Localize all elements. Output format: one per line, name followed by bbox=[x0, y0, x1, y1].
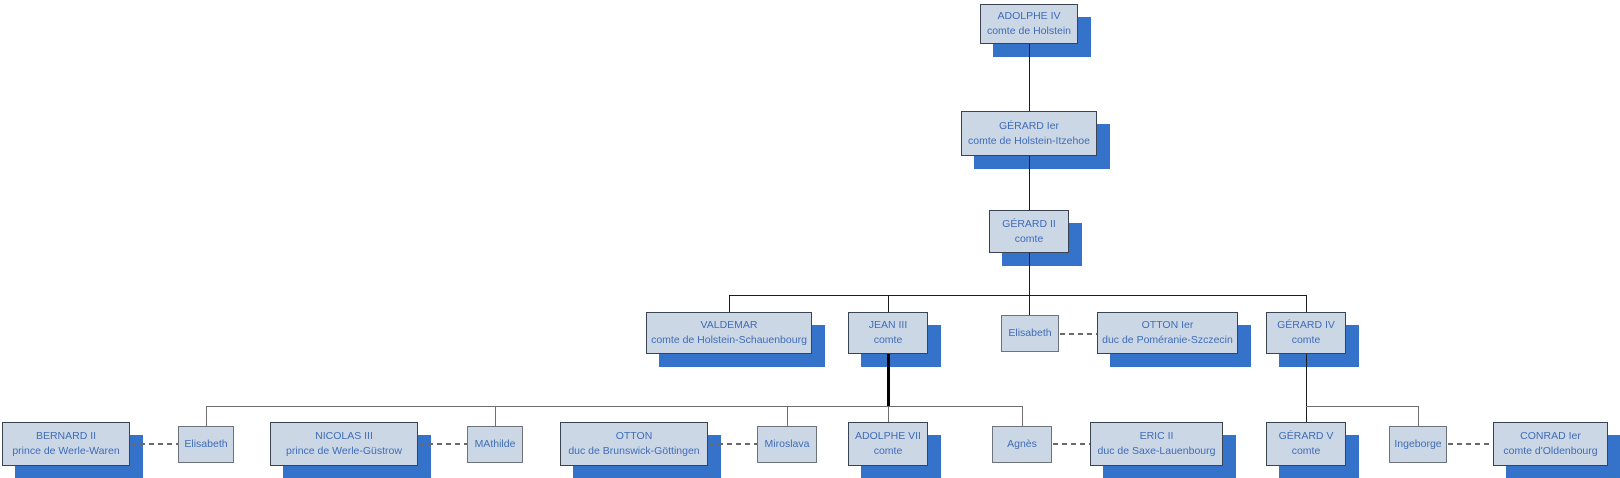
person-name: Ingeborge bbox=[1394, 438, 1442, 451]
person-name: JEAN III bbox=[868, 319, 908, 332]
person-title: comte bbox=[1291, 445, 1321, 457]
connector-gerard2-bus bbox=[1029, 253, 1030, 315]
person-name: OTTON bbox=[615, 430, 653, 443]
connector-drop-valdemar bbox=[729, 295, 730, 312]
connector-bus-generation5 bbox=[206, 406, 1023, 407]
person-name: Agnès bbox=[1007, 438, 1037, 451]
node-adolphe-vii: ADOLPHE VII comte bbox=[848, 422, 928, 466]
connector-gerard4-gerard5 bbox=[1306, 354, 1307, 422]
marriage-elisabeth-otton1 bbox=[1060, 333, 1097, 335]
node-gerard-iv: GÉRARD IV comte bbox=[1266, 312, 1346, 354]
connector-bus-generation4 bbox=[729, 295, 1307, 296]
connector-gerard1-gerard2 bbox=[1029, 156, 1030, 210]
node-nicolas-iii: NICOLAS III prince de Werle-Güstrow bbox=[270, 422, 418, 466]
person-title: comte de Holstein bbox=[986, 25, 1072, 37]
person-title: prince de Werle-Güstrow bbox=[286, 445, 402, 457]
connector-drop-adolphe7 bbox=[888, 406, 889, 422]
person-title: comte bbox=[873, 334, 903, 346]
person-name: ERIC II bbox=[1139, 430, 1174, 443]
person-name: BERNARD II bbox=[35, 430, 97, 443]
person-name: GÉRARD IV bbox=[1277, 319, 1335, 332]
node-gerard-ier: GÉRARD Ier comte de Holstein-Itzehoe bbox=[961, 111, 1097, 156]
marriage-otton-miroslava bbox=[709, 443, 757, 445]
node-gerard-v: GÉRARD V comte bbox=[1266, 422, 1346, 466]
node-otton-brunswick: OTTON duc de Brunswick-Göttingen bbox=[560, 422, 708, 466]
person-name: GÉRARD Ier bbox=[998, 119, 1060, 132]
person-name: ADOLPHE IV bbox=[997, 10, 1061, 23]
node-conrad-ier: CONRAD Ier comte d'Oldenbourg bbox=[1493, 422, 1608, 466]
connector-adolphe4-gerard1 bbox=[1029, 44, 1030, 111]
connector-jean3-bus bbox=[887, 354, 890, 406]
person-name: OTTON Ier bbox=[1141, 319, 1194, 332]
person-name: Elisabeth bbox=[1008, 327, 1052, 340]
person-title: comte d'Oldenbourg bbox=[1503, 445, 1598, 457]
person-name: Miroslava bbox=[764, 438, 810, 451]
person-name: NICOLAS III bbox=[315, 430, 373, 443]
person-title: comte bbox=[873, 445, 903, 457]
marriage-bernard2-elisabeth bbox=[131, 443, 178, 445]
person-name: GÉRARD II bbox=[1002, 217, 1056, 230]
node-elisabeth: Elisabeth bbox=[178, 426, 234, 463]
connector-drop-jean3 bbox=[888, 295, 889, 312]
node-elisabeth-de-holstein: Elisabeth bbox=[1001, 315, 1059, 352]
node-ingeborge: Ingeborge bbox=[1389, 426, 1447, 463]
person-title: duc de Poméranie-Szczecin bbox=[1102, 334, 1233, 346]
person-name: CONRAD Ier bbox=[1520, 430, 1581, 443]
person-name: ADOLPHE VII bbox=[855, 430, 921, 443]
person-title: comte de Holstein-Schauenbourg bbox=[651, 334, 807, 346]
person-title: comte de Holstein-Itzehoe bbox=[968, 134, 1090, 147]
node-eric-ii: ERIC II duc de Saxe-Lauenbourg bbox=[1090, 422, 1223, 466]
node-miroslava: Miroslava bbox=[757, 426, 817, 463]
connector-bus-gerard4-children bbox=[1306, 406, 1418, 407]
person-name: GÉRARD V bbox=[1278, 430, 1334, 443]
node-gerard-ii: GÉRARD II comte bbox=[989, 210, 1069, 253]
connector-drop-miroslava bbox=[787, 406, 788, 426]
connector-drop-gerard4 bbox=[1306, 295, 1307, 312]
connector-drop-elisabeth bbox=[206, 406, 207, 426]
connector-drop-mathilde bbox=[495, 406, 496, 426]
connector-drop-agnes bbox=[1022, 406, 1023, 426]
person-name: MAthilde bbox=[474, 438, 516, 451]
marriage-nicolas3-mathilde bbox=[419, 443, 467, 445]
marriage-ingeborge-conrad1 bbox=[1448, 443, 1493, 445]
node-agnes: Agnès bbox=[992, 426, 1052, 463]
node-adolphe-iv: ADOLPHE IV comte de Holstein bbox=[980, 4, 1078, 44]
person-name: Elisabeth bbox=[184, 438, 228, 451]
node-otton-ier: OTTON Ier duc de Poméranie-Szczecin bbox=[1097, 312, 1238, 354]
person-title: duc de Brunswick-Göttingen bbox=[568, 445, 700, 457]
person-name: VALDEMAR bbox=[700, 319, 758, 332]
person-title: comte bbox=[1291, 334, 1321, 346]
node-bernard-ii: BERNARD II prince de Werle-Waren bbox=[2, 422, 130, 466]
person-title: prince de Werle-Waren bbox=[12, 445, 120, 457]
node-jean-iii: JEAN III comte bbox=[848, 312, 928, 354]
person-title: duc de Saxe-Lauenbourg bbox=[1097, 445, 1216, 457]
node-mathilde: MAthilde bbox=[467, 426, 523, 463]
node-valdemar: VALDEMAR comte de Holstein-Schauenbourg bbox=[646, 312, 812, 354]
marriage-agnes-eric2 bbox=[1053, 443, 1090, 445]
connector-drop-ingeborge bbox=[1418, 406, 1419, 426]
person-title: comte bbox=[1014, 232, 1044, 245]
